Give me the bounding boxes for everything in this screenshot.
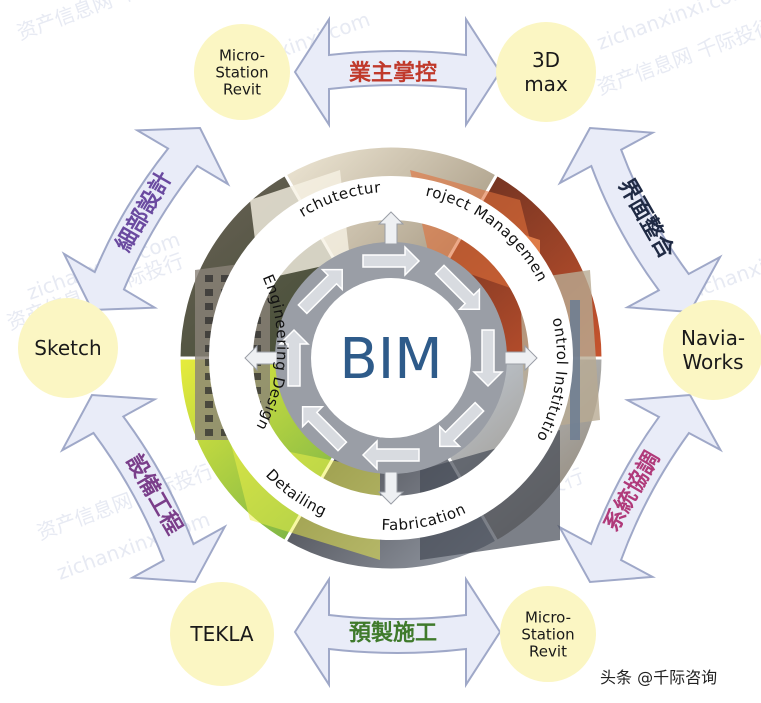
outward-arrow bbox=[504, 344, 538, 372]
software-nodes: Micro-StationRevit3DmaxNavia-WorksMicro-… bbox=[18, 22, 761, 686]
inner-ring-arrow bbox=[278, 328, 310, 387]
window-detail bbox=[205, 415, 213, 422]
window-detail bbox=[205, 387, 213, 394]
double-arrow bbox=[293, 575, 502, 689]
inner-ring-arrow bbox=[361, 439, 420, 471]
photo-detail bbox=[570, 300, 580, 440]
inner-arrows bbox=[244, 211, 538, 505]
window-detail bbox=[205, 401, 213, 408]
inner-ring-arrow bbox=[472, 329, 504, 388]
node-navia: Navia-Works bbox=[663, 300, 761, 400]
inner-ring-arrow bbox=[362, 245, 421, 277]
inner-ring-arrow bbox=[439, 401, 485, 448]
node-circle bbox=[18, 298, 118, 398]
node-label: Revit bbox=[223, 80, 261, 98]
node-circle bbox=[194, 24, 290, 120]
node-sketch: Sketch bbox=[18, 298, 118, 398]
window-detail bbox=[205, 317, 213, 324]
node-circle bbox=[496, 22, 596, 122]
outward-arrow bbox=[244, 344, 278, 372]
node-circle bbox=[663, 300, 761, 400]
node-circle bbox=[500, 586, 596, 682]
node-label: Micro- bbox=[525, 608, 571, 626]
double-arrow bbox=[59, 393, 228, 584]
arrow-label-top: 業主掌控 bbox=[349, 60, 437, 86]
center-label: BIM bbox=[339, 327, 442, 392]
window-detail bbox=[253, 331, 261, 338]
credit-text: 头条 @千际咨询 bbox=[600, 668, 718, 687]
node-circle bbox=[170, 582, 274, 686]
inner-disc bbox=[311, 278, 471, 438]
label-band bbox=[209, 176, 573, 540]
inner-ring-arrow bbox=[434, 264, 481, 310]
window-detail bbox=[205, 275, 213, 282]
node-label: TEKLA bbox=[189, 622, 254, 646]
node-label: Revit bbox=[529, 642, 567, 660]
double-arrow bbox=[557, 393, 723, 584]
node-label: max bbox=[524, 72, 568, 96]
node-label: Station bbox=[521, 625, 574, 643]
window-detail bbox=[205, 331, 213, 338]
node-label: Micro- bbox=[219, 46, 265, 64]
arrow-label-bottom: 預製施工 bbox=[349, 620, 437, 646]
inner-ring-arrow bbox=[297, 268, 343, 315]
outward-arrow bbox=[377, 471, 405, 505]
window-detail bbox=[205, 289, 213, 296]
outward-arrow bbox=[377, 211, 405, 245]
watermark-text: 资产信息网 千际投行 bbox=[14, 0, 197, 45]
node-label: Works bbox=[682, 350, 743, 374]
inner-ring-arrow bbox=[301, 406, 348, 452]
node-label: 3D bbox=[532, 48, 560, 72]
node-label: Navia- bbox=[681, 326, 745, 350]
window-detail bbox=[205, 303, 213, 310]
outer-arrows bbox=[59, 15, 723, 689]
window-detail bbox=[253, 387, 261, 394]
window-detail bbox=[205, 345, 213, 352]
node-tekla: TEKLA bbox=[170, 582, 274, 686]
window-detail bbox=[205, 429, 213, 436]
window-detail bbox=[205, 359, 213, 366]
node-label: Sketch bbox=[34, 336, 101, 360]
window-detail bbox=[221, 275, 229, 282]
window-detail bbox=[253, 373, 261, 380]
node-label: Station bbox=[215, 63, 268, 81]
window-detail bbox=[205, 373, 213, 380]
